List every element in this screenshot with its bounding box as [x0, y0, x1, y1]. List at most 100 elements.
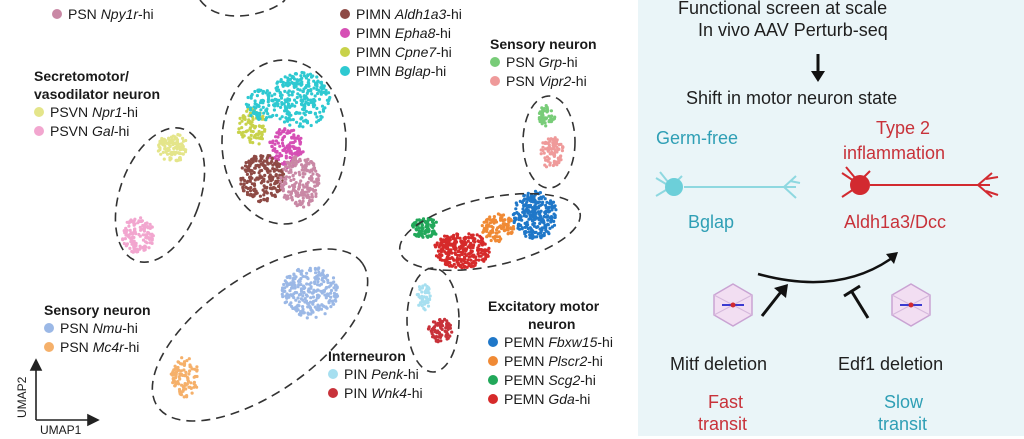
cell-point — [242, 189, 246, 193]
cell-point — [294, 72, 298, 76]
cell-point — [296, 296, 300, 300]
cell-point — [298, 173, 302, 177]
cell-point — [411, 222, 415, 226]
legend-item: PIMN Cpne7-hi — [340, 44, 452, 61]
cell-point — [293, 164, 297, 168]
cell-point — [261, 99, 266, 103]
cell-point — [251, 141, 255, 145]
cell-point — [240, 119, 244, 123]
legend-gene: Fbxw15 — [548, 334, 598, 350]
cell-point — [549, 151, 553, 155]
cell-point — [174, 158, 178, 162]
cell-point — [427, 327, 431, 331]
legend-gene: Cpne7 — [394, 44, 437, 60]
cell-point — [293, 307, 297, 311]
cell-point — [288, 123, 292, 127]
cell-point — [523, 221, 527, 225]
shift-label: Shift in motor neuron state — [686, 88, 898, 108]
cell-point — [475, 233, 479, 237]
cell-point — [514, 201, 518, 205]
cell-point — [533, 221, 537, 225]
cell-point — [459, 239, 463, 243]
cell-point — [552, 219, 556, 223]
cell-point — [557, 147, 561, 151]
legend-gene: Nmu — [92, 320, 123, 336]
cell-point — [513, 216, 518, 220]
cell-point — [185, 395, 189, 399]
cell-point — [319, 90, 323, 94]
cell-point — [282, 167, 286, 171]
cell-point — [300, 82, 304, 86]
cell-point — [434, 339, 438, 343]
cell-point — [314, 169, 318, 173]
cell-point — [258, 200, 262, 204]
cell-point — [265, 197, 270, 201]
cell-point — [316, 306, 320, 310]
cell-point — [248, 126, 252, 130]
cell-point — [305, 271, 309, 275]
cell-point — [415, 228, 419, 232]
cell-point — [543, 197, 547, 201]
legend-suffix: -hi — [435, 25, 451, 41]
cell-point — [420, 294, 424, 298]
cell-point — [327, 300, 331, 304]
cell-point — [285, 295, 289, 300]
cell-point — [299, 102, 304, 106]
cell-point — [426, 222, 430, 226]
edf1-label: Edf1 deletion — [838, 354, 944, 374]
cell-point — [320, 83, 324, 87]
cell-point — [300, 70, 304, 75]
cell-point — [299, 203, 303, 207]
cell-point — [300, 76, 304, 80]
cell-point — [497, 230, 501, 234]
cell-point — [269, 183, 273, 187]
cell-point — [454, 252, 458, 256]
cell-point — [329, 288, 334, 293]
cell-point — [252, 183, 257, 187]
cell-point — [291, 90, 295, 94]
cell-point — [279, 169, 283, 173]
cell-point — [461, 250, 465, 254]
cell-point — [438, 318, 442, 322]
cell-point — [477, 258, 481, 262]
cell-point — [437, 245, 441, 249]
cell-point — [522, 197, 527, 201]
cell-point — [284, 154, 288, 158]
cell-point — [306, 74, 310, 78]
cell-point — [265, 157, 269, 161]
cell-point — [146, 226, 150, 230]
cell-point — [306, 305, 310, 309]
cell-point — [129, 231, 133, 235]
cell-point — [305, 183, 309, 187]
cell-point — [436, 255, 441, 259]
cell-point — [300, 163, 304, 167]
legend-title: Secretomotor/ — [34, 68, 129, 84]
cell-point — [254, 136, 258, 140]
cell-point — [540, 106, 544, 110]
cell-point — [305, 83, 309, 88]
cell-point — [445, 234, 449, 238]
cell-point — [559, 142, 563, 146]
cell-point — [446, 327, 450, 331]
cell-point — [317, 270, 321, 274]
cell-point — [535, 225, 539, 229]
legend-gene: Plscr2 — [548, 353, 588, 369]
cell-point — [543, 211, 548, 215]
cell-point — [182, 362, 186, 366]
cell-point — [426, 219, 430, 223]
cell-point — [294, 200, 298, 204]
cell-point — [181, 389, 185, 393]
legend-swatch — [488, 356, 498, 367]
cell-point — [484, 219, 488, 223]
cell-point — [485, 225, 489, 229]
cell-point — [545, 205, 549, 210]
cell-point — [546, 137, 551, 141]
cell-point — [139, 216, 143, 220]
cell-point — [287, 98, 292, 102]
cell-point — [311, 290, 316, 294]
cell-point — [292, 133, 296, 137]
cell-point — [491, 225, 495, 230]
cell-point — [547, 205, 551, 209]
cell-point — [262, 179, 266, 183]
cell-point — [306, 161, 311, 165]
